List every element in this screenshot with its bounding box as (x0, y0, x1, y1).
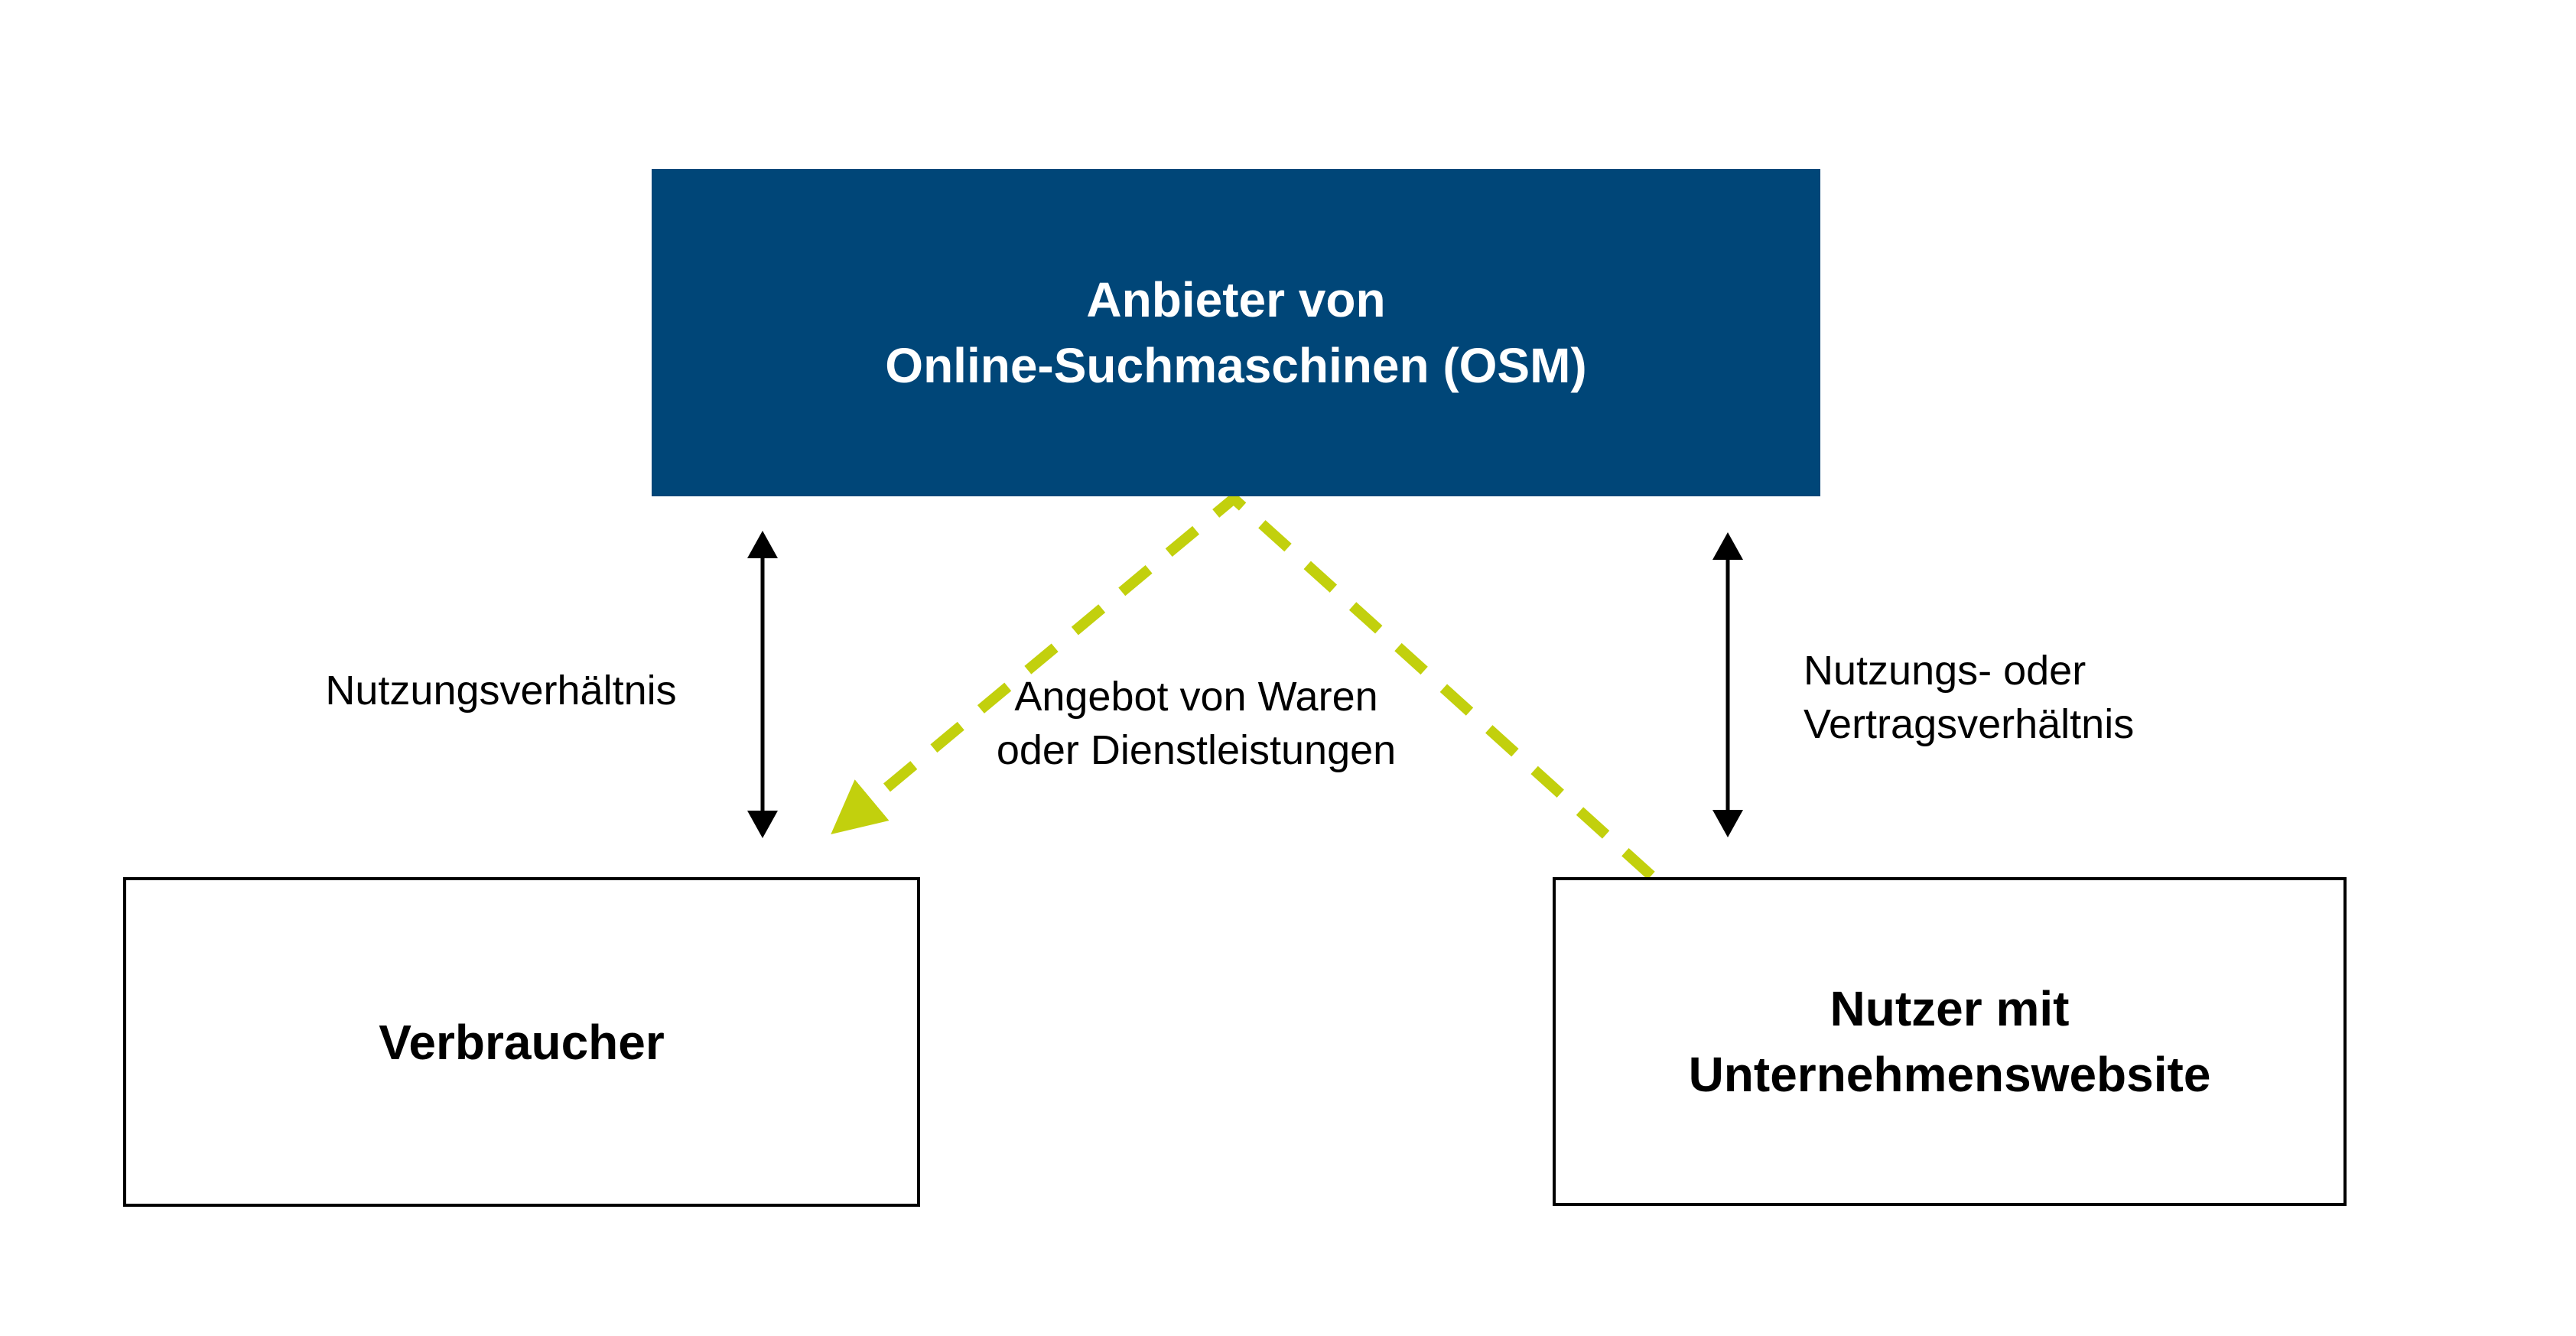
business-relation-label: Nutzungs- oder Vertragsverhältnis (1804, 644, 2339, 751)
business-relation-arrowhead-up-icon (1712, 532, 1743, 560)
business-user-title-line1: Nutzer mit (1830, 981, 2070, 1036)
consumer-relation-arrow (747, 531, 778, 838)
node-osm-provider: Anbieter von Online-Suchmaschinen (OSM) (652, 169, 1820, 496)
business-relation-label-line1: Nutzungs- oder (1804, 648, 2086, 694)
business-relation-label-line2: Vertragsverhältnis (1804, 701, 2135, 747)
osm-provider-title-line2: Online-Suchmaschinen (OSM) (885, 338, 1587, 393)
consumer-relation-arrowhead-up-icon (747, 531, 778, 558)
business-user-title-line2: Unternehmenswebsite (1688, 1047, 2211, 1102)
consumer-relation-label: Nutzungsverhältnis (325, 668, 677, 714)
node-consumer: Verbraucher (123, 877, 920, 1207)
business-relation-arrowhead-down-icon (1712, 810, 1743, 837)
consumer-relation-arrowhead-down-icon (747, 811, 778, 838)
offer-label-line2: oder Dienstleistungen (996, 727, 1397, 773)
offer-label: Angebot von Waren oder Dienstleistungen (929, 670, 1464, 777)
offer-dashed-arrow (831, 491, 1655, 880)
business-user-title: Nutzer mit Unternehmenswebsite (1689, 976, 2211, 1107)
consumer-title: Verbraucher (379, 1014, 665, 1070)
offer-label-line1: Angebot von Waren (1014, 674, 1378, 720)
osm-provider-title: Anbieter von Online-Suchmaschinen (OSM) (885, 267, 1586, 398)
osm-provider-title-line1: Anbieter von (1086, 272, 1386, 327)
business-relation-arrow (1712, 532, 1743, 837)
node-business-user: Nutzer mit Unternehmenswebsite (1553, 877, 2347, 1206)
